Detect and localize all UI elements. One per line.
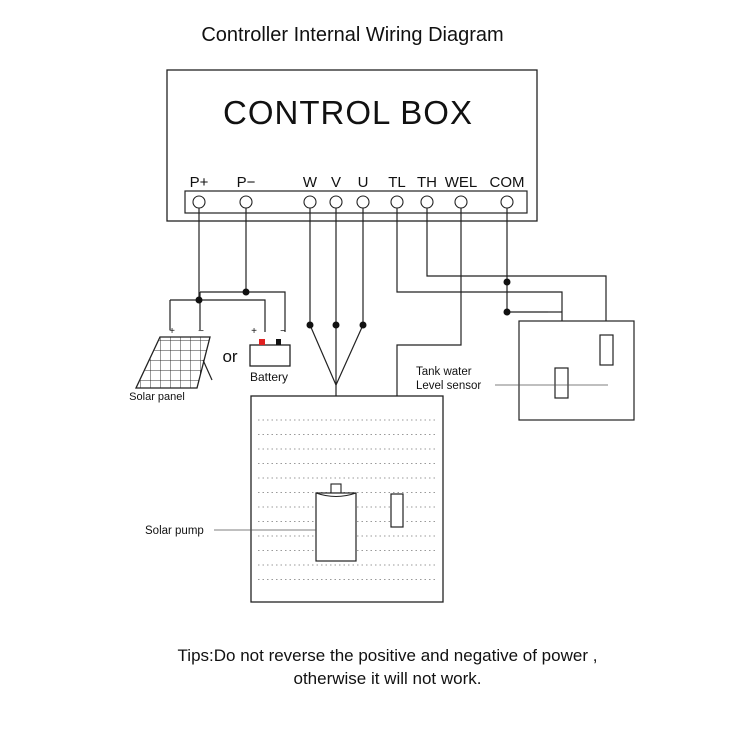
terminal-screw [500,195,514,209]
svg-text:−: − [280,326,286,337]
terminal-label: W [303,174,318,191]
wire-u [335,208,364,386]
diagram-title: Controller Internal Wiring Diagram [201,24,504,46]
svg-text:+: + [251,326,257,337]
battery-label: Battery [250,370,288,384]
terminal-screw [239,195,253,209]
battery-positive-terminal [259,339,265,345]
wire-com [506,208,548,313]
svg-text:+: + [169,326,175,337]
terminal-screw [420,195,434,209]
terminal-screw [303,195,317,209]
junction-dot [503,278,511,286]
wel-float-sensor [390,493,404,528]
solar-pump [315,483,357,562]
solar-panel-cells [134,336,211,389]
terminal-screw [390,195,404,209]
terminal-label: U [358,174,369,191]
solar-panel-label: Solar panel [129,391,185,403]
terminal-screws [192,195,514,209]
junction-dot [306,321,314,329]
terminal-label: V [331,174,341,191]
terminal-strip [184,190,528,214]
junction-dots [195,278,511,329]
terminal-label: TH [417,174,437,191]
terminal-label: TL [388,174,406,191]
terminal-screw [356,195,370,209]
tank-sensor-label-line1: Tank water [416,366,472,378]
terminal-label: P− [237,174,256,191]
tips-text: Tips:Do not reverse the positive and neg… [0,644,750,690]
solar-pump-label: Solar pump [145,525,204,537]
pump-outlet [330,483,342,494]
solar-panel: + − Solar panel [129,326,213,403]
terminal-label: WEL [445,174,478,191]
upper-tank [518,320,635,421]
battery: + − Battery [249,326,291,384]
battery-negative-terminal [276,339,281,345]
wire-w [309,208,337,386]
battery-body [249,344,291,367]
tips-line-1: Tips:Do not reverse the positive and neg… [177,646,598,665]
junction-dot [242,288,250,296]
terminal-screw [329,195,343,209]
terminal-screw [454,195,468,209]
th-float-sensor [599,334,614,366]
wire-th [426,208,607,335]
control-box-label: CONTROL BOX [223,94,473,131]
wire-power-minus-bus [200,291,286,332]
or-label: or [222,347,237,366]
tank-sensor-label-line2: Level sensor [416,380,481,392]
terminal-label: COM [490,174,525,191]
solar-panel-stand [202,359,213,381]
junction-dot [332,321,340,329]
svg-text:−: − [198,326,204,337]
junction-dot [195,296,203,304]
junction-dot [503,308,511,316]
pump-body [315,492,357,562]
terminal-label: P+ [190,174,209,191]
tl-float-sensor [554,367,569,399]
junction-dot [359,321,367,329]
tips-line-2: otherwise it will not work. [293,669,482,688]
terminal-screw [192,195,206,209]
